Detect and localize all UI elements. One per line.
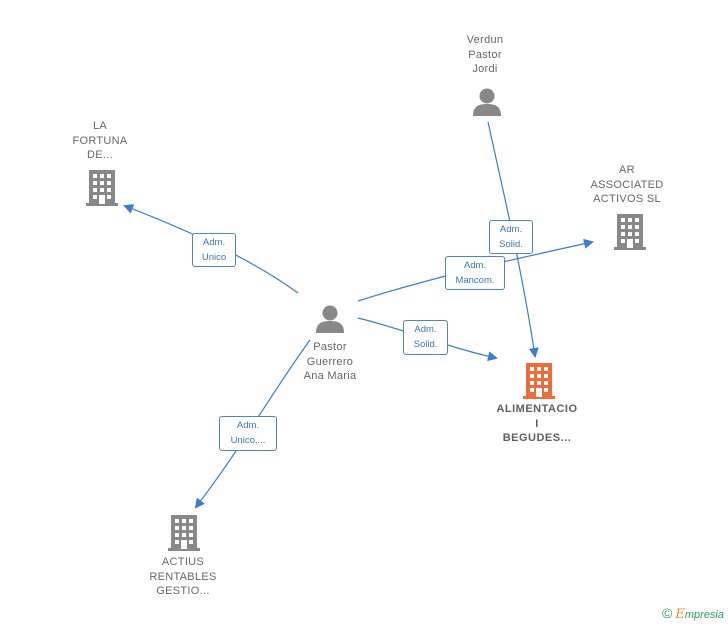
copyright-icon: ©: [662, 605, 673, 621]
brand-initial: E: [675, 607, 685, 622]
node-label-la-fortuna[interactable]: LA FORTUNA DE...: [72, 120, 128, 161]
building-icon[interactable]: [614, 214, 646, 250]
edge-label-adm-unico-etc: Adm. Unico,...: [219, 416, 277, 451]
person-icon[interactable]: [472, 88, 502, 116]
building-icon[interactable]: [168, 515, 200, 551]
node-label-ar-associated[interactable]: AR ASSOCIATED ACTIVOS SL: [590, 164, 664, 205]
brand-watermark: ©Empresia: [662, 605, 724, 622]
building-icon[interactable]: [86, 170, 118, 206]
person-icon[interactable]: [315, 305, 345, 333]
building-icon-focus[interactable]: [523, 363, 555, 399]
edge-label-adm-unico: Adm. Unico: [192, 233, 236, 267]
node-label-verdun[interactable]: Verdun Pastor Jordi: [466, 34, 504, 75]
edge-label-adm-solid-verdun: Adm. Solid.: [489, 220, 533, 254]
node-label-pastor-guerrero[interactable]: Pastor Guerrero Ana Maria: [303, 341, 357, 382]
edge-label-adm-mancom: Adm. Mancom.: [445, 256, 505, 290]
node-label-alimentacio[interactable]: ALIMENTACIO I BEGUDES...: [496, 403, 578, 444]
edge-label-adm-solid: Adm. Solid.: [403, 320, 448, 355]
node-label-actius[interactable]: ACTIUS RENTABLES GESTIO...: [149, 556, 217, 597]
brand-name: mpresia: [684, 609, 724, 621]
